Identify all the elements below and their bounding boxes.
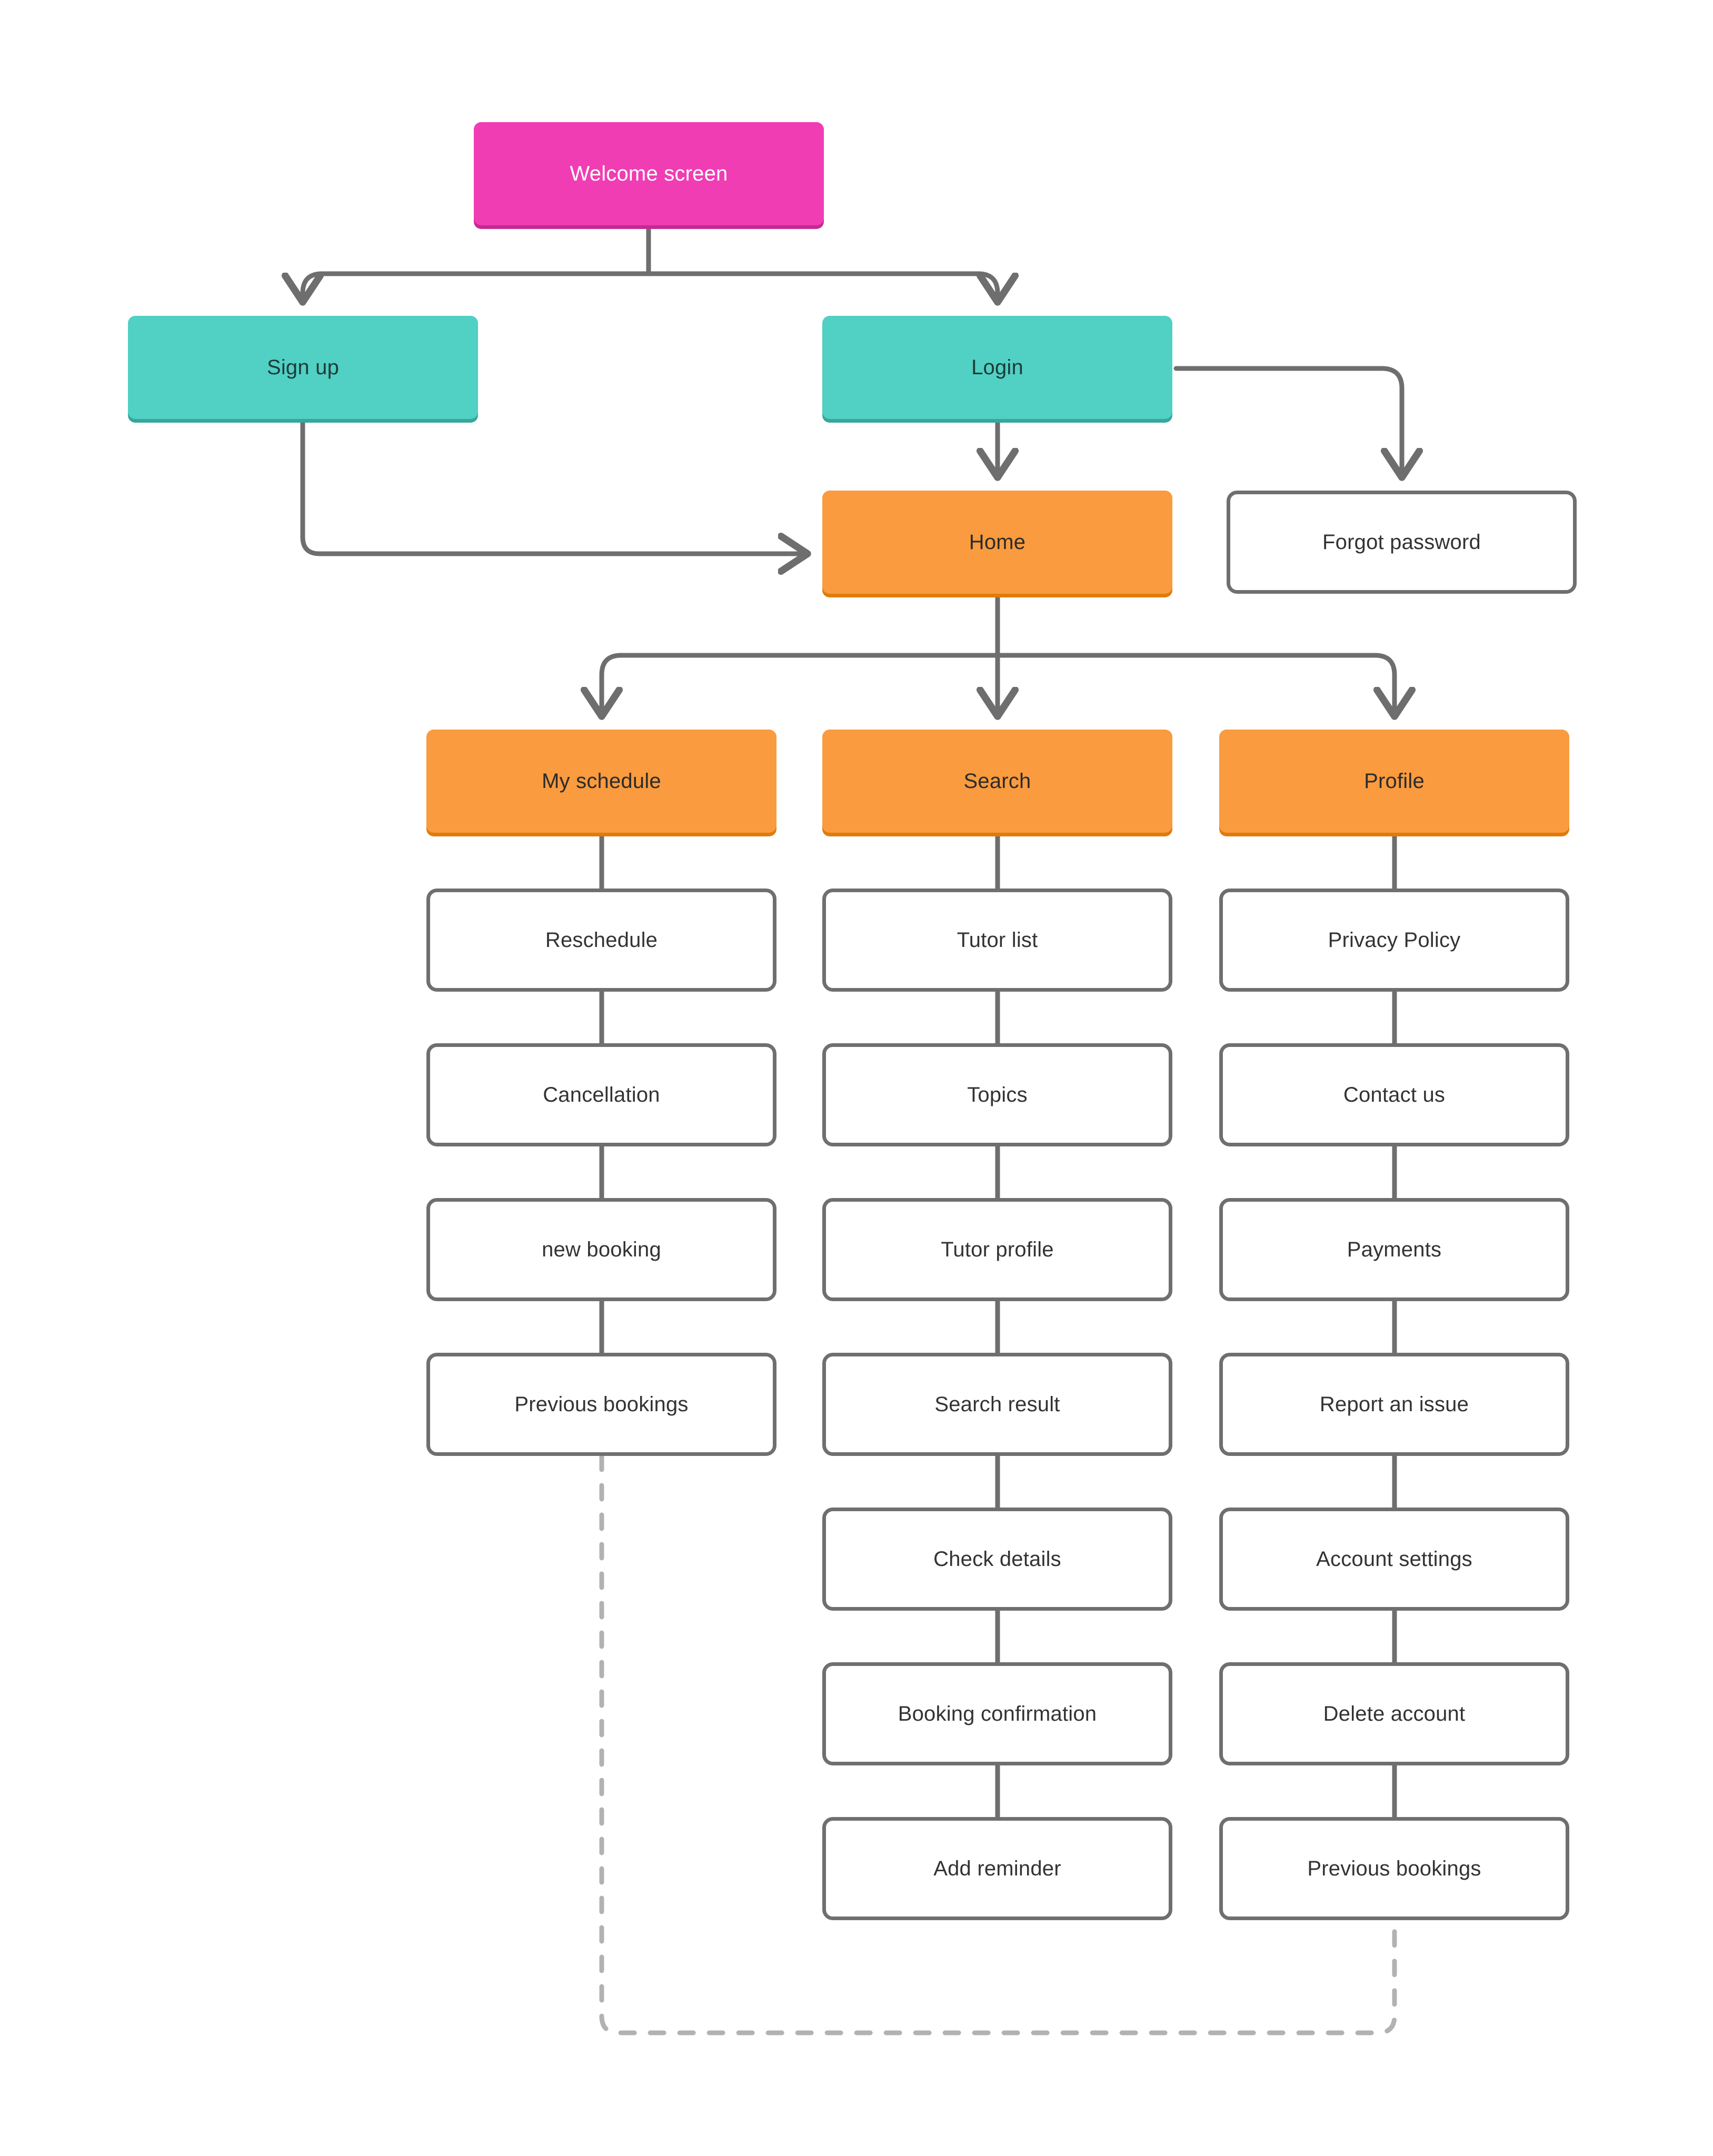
node-account-settings[interactable]: Account settings bbox=[1219, 1508, 1569, 1611]
edge-welcome-to-signup bbox=[303, 271, 651, 297]
node-tutor-list[interactable]: Tutor list bbox=[822, 889, 1172, 992]
node-report-an-issue[interactable]: Report an issue bbox=[1219, 1353, 1569, 1456]
node-check-details[interactable]: Check details bbox=[822, 1508, 1172, 1611]
node-forgot-password[interactable]: Forgot password bbox=[1227, 491, 1577, 594]
node-contact-us[interactable]: Contact us bbox=[1219, 1043, 1569, 1146]
node-my-schedule[interactable]: My schedule bbox=[426, 730, 776, 833]
edge-home-to-myschedule bbox=[602, 653, 1000, 712]
node-home[interactable]: Home bbox=[822, 491, 1172, 594]
node-reschedule[interactable]: Reschedule bbox=[426, 889, 776, 992]
node-login[interactable]: Login bbox=[822, 316, 1172, 419]
node-search[interactable]: Search bbox=[822, 730, 1172, 833]
edge-welcome-to-login bbox=[646, 271, 998, 297]
node-cancellation[interactable]: Cancellation bbox=[426, 1043, 776, 1146]
node-search-result[interactable]: Search result bbox=[822, 1353, 1172, 1456]
node-profile[interactable]: Profile bbox=[1219, 730, 1569, 833]
node-payments[interactable]: Payments bbox=[1219, 1198, 1569, 1301]
node-privacy-policy[interactable]: Privacy Policy bbox=[1219, 889, 1569, 992]
node-tutor-profile[interactable]: Tutor profile bbox=[822, 1198, 1172, 1301]
node-topics[interactable]: Topics bbox=[822, 1043, 1172, 1146]
node-booking-confirmation[interactable]: Booking confirmation bbox=[822, 1662, 1172, 1765]
node-welcome-screen[interactable]: Welcome screen bbox=[474, 122, 824, 225]
edge-home-to-profile bbox=[995, 653, 1395, 712]
edge-signup-to-home bbox=[300, 420, 803, 554]
node-new-booking[interactable]: new booking bbox=[426, 1198, 776, 1301]
node-previous-bookings-schedule[interactable]: Previous bookings bbox=[426, 1353, 776, 1456]
node-delete-account[interactable]: Delete account bbox=[1219, 1662, 1569, 1765]
node-add-reminder[interactable]: Add reminder bbox=[822, 1817, 1172, 1920]
node-previous-bookings-profile[interactable]: Previous bookings bbox=[1219, 1817, 1569, 1920]
node-sign-up[interactable]: Sign up bbox=[128, 316, 478, 419]
edge-login-to-forgot bbox=[1173, 366, 1402, 473]
